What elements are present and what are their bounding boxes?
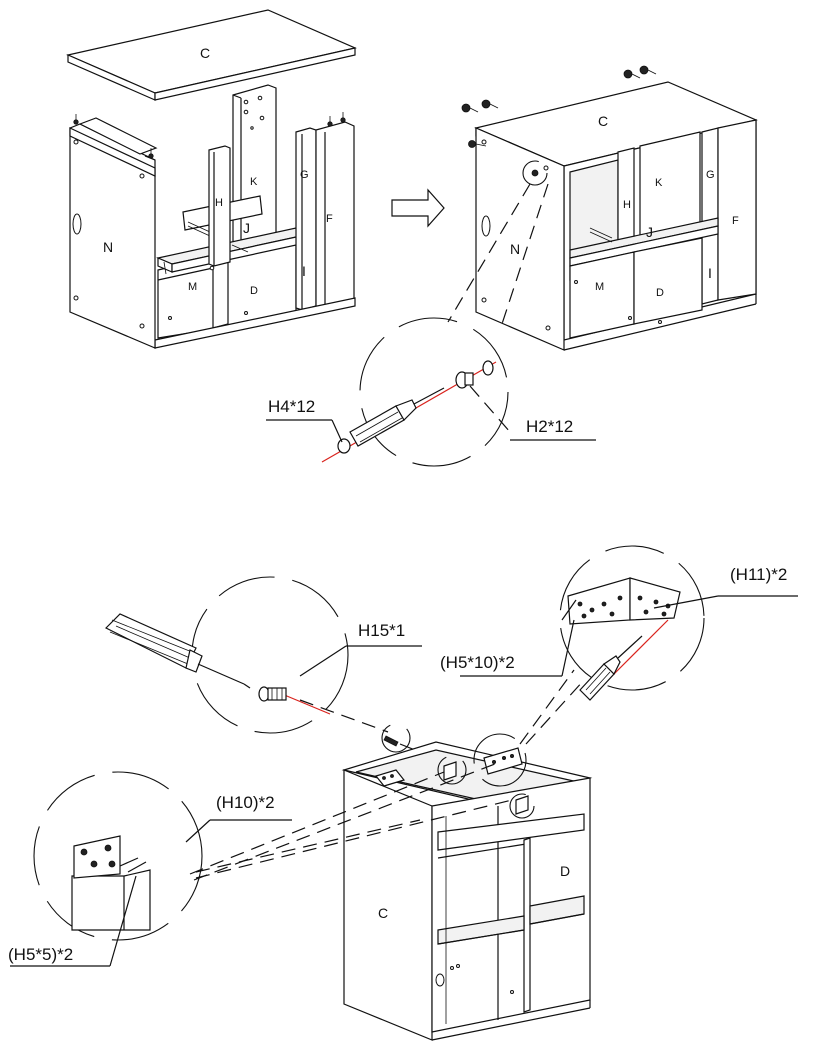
callout-h5-5: (H5*5)*2 xyxy=(8,945,73,964)
callout-h15: H15*1 xyxy=(358,621,405,640)
zoom-detail-h11: (H5*10)*2 (H11)*2 xyxy=(440,545,798,745)
assembled-label-n: N xyxy=(510,241,520,257)
part-label-n: N xyxy=(103,239,113,255)
right-uprights: G I F xyxy=(295,112,355,311)
assembled-label-m: M xyxy=(595,281,604,293)
assembled-cabinet: C H K G I F J M D N xyxy=(461,65,758,351)
part-label-m: M xyxy=(188,281,197,293)
screwdriver-icon xyxy=(104,613,251,689)
assembled-label-k: K xyxy=(655,177,663,189)
left-side-n: N L xyxy=(69,114,158,349)
top-screws xyxy=(461,65,657,148)
part-label-d: D xyxy=(250,285,258,297)
callout-h11: (H11)*2 xyxy=(730,565,787,584)
cam-lock-icon xyxy=(337,360,494,454)
top-panel-c: C xyxy=(66,9,357,101)
assembled-label-d: D xyxy=(656,287,664,299)
part-label-f: F xyxy=(326,213,333,225)
cam-lock-icon xyxy=(258,686,287,702)
part-label-i: I xyxy=(302,263,306,279)
part-label-g: G xyxy=(300,169,309,181)
part-label-j: J xyxy=(243,220,250,236)
exploded-cabinet: C K M D xyxy=(66,9,357,349)
zoom-detail-cam: H4*12 H2*12 xyxy=(266,183,596,467)
assembled-label-c: C xyxy=(598,113,608,129)
part-label-k: K xyxy=(250,176,258,188)
bottom-label-d: D xyxy=(560,863,570,879)
screwdriver-icon xyxy=(349,387,445,447)
bottom-label-c: C xyxy=(378,905,388,921)
callout-h10: (H10)*2 xyxy=(216,793,275,812)
corner-bracket-icon xyxy=(567,577,681,625)
assembled-label-g: G xyxy=(706,169,715,181)
corner-bracket-icon xyxy=(71,835,151,931)
screwdriver-icon xyxy=(579,635,643,701)
part-label-h: H xyxy=(215,197,223,209)
corner-bracket-icon xyxy=(374,747,529,815)
assembled-label-i: I xyxy=(708,265,712,281)
bottom-cabinet: C D xyxy=(341,723,593,1041)
arrow-right-icon xyxy=(391,188,445,228)
part-label-top: C xyxy=(200,45,210,61)
zoom-detail-h10: (H10)*2 (H5*5)*2 xyxy=(8,761,513,967)
dowel-icon xyxy=(383,735,399,747)
center-upright-h: H xyxy=(208,145,231,267)
assembled-label-h: H xyxy=(623,199,631,211)
assembled-label-f: F xyxy=(732,215,739,227)
assembled-label-j: J xyxy=(646,224,653,240)
callout-h2: H2*12 xyxy=(526,417,573,436)
callout-h4: H4*12 xyxy=(268,397,315,416)
callout-h5-10: (H5*10)*2 xyxy=(440,653,515,672)
zoom-detail-h15: H15*1 xyxy=(104,576,422,753)
